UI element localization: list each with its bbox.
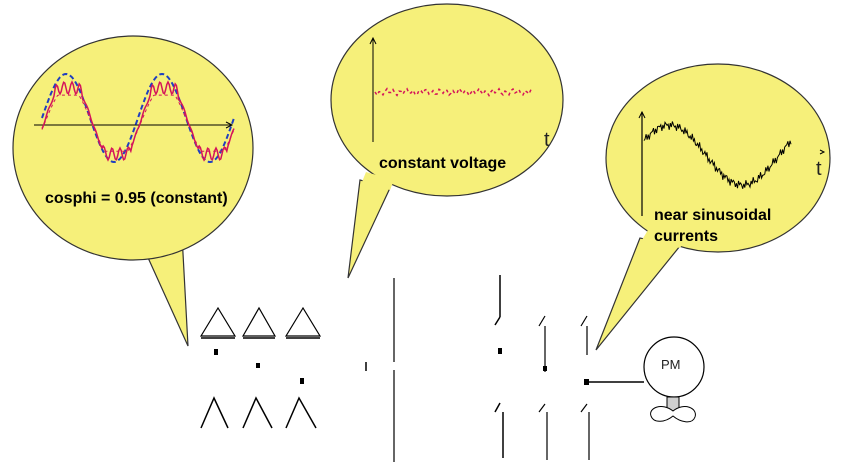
thyristor-icon: [284, 306, 322, 339]
middle-bubble-label: constant voltage: [379, 155, 507, 172]
thyristor-icon: [242, 396, 273, 429]
near-sinusoidal-current-trace: [643, 120, 792, 189]
middle-speech-bubble: [330, 3, 564, 279]
right-speech-bubble: [595, 63, 831, 351]
pm-motor: [589, 336, 705, 423]
current-waveform-dashed: [41, 94, 235, 152]
middle-bubble-body: [330, 3, 564, 197]
right-bubble-label-line1: near sinusoidal: [654, 207, 772, 224]
middle-bubble-tail: [347, 179, 391, 279]
motor-label: PM: [661, 357, 681, 372]
inverter-bridge: [494, 275, 590, 460]
right-axis-t-label: t: [816, 158, 822, 180]
constant-voltage-trace: [374, 86, 532, 98]
dc-link: [365, 278, 395, 462]
middle-y-axis-arrow-icon: [369, 36, 377, 45]
propeller-icon: [650, 406, 696, 423]
left-speech-bubble: [12, 35, 254, 347]
right-bubble-label-line2: currents: [654, 228, 719, 245]
thyristor-icon: [200, 396, 229, 429]
left-x-axis-arrow-icon: [225, 121, 234, 129]
right-bubble-tail: [595, 237, 682, 351]
left-bubble-body: [12, 35, 254, 261]
right-y-axis-arrow-icon: [638, 110, 646, 119]
thyristor-icon: [199, 306, 237, 339]
thyristor-bridge: [199, 306, 322, 429]
right-bubble-body: [605, 63, 831, 253]
middle-axis-t-label: t: [544, 129, 550, 151]
right-x-axis-arrow-icon: [819, 149, 826, 155]
thyristor-icon: [241, 306, 277, 339]
left-bubble-label: cosphi = 0.95 (constant): [45, 190, 228, 207]
thyristor-icon: [285, 396, 317, 429]
